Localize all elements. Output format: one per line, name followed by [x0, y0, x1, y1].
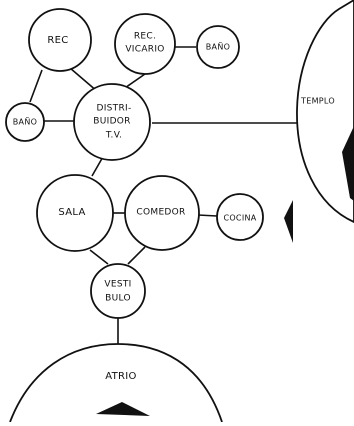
bano-left-label: BAÑO	[13, 117, 37, 127]
bano-left-circle	[5, 102, 45, 142]
sala-circle	[36, 174, 114, 252]
atrio-stage-mark	[96, 402, 150, 416]
sala-label: SALA	[58, 207, 85, 218]
distribuidor-label-line-3: T.V.	[105, 131, 122, 141]
bano-top-label: BAÑO	[206, 42, 230, 52]
vestibulo-circle	[90, 263, 146, 319]
rec-vicario-circle	[114, 13, 176, 75]
edge-rec-bano-left	[29, 69, 43, 103]
comedor-label: COMEDOR	[136, 208, 185, 218]
atrio-arc	[9, 343, 223, 423]
distribuidor-label-line-1: DISTRI-	[96, 104, 131, 114]
cocina-side-mark	[284, 200, 293, 243]
bano-top-circle	[196, 25, 240, 69]
atrio-label: ATRIO	[105, 371, 136, 382]
rec-vicario-label-line-2: VICARIO	[125, 45, 164, 55]
cocina-circle	[216, 193, 264, 241]
rec-vicario-label-line-1: REC.	[134, 32, 156, 42]
distribuidor-circle	[73, 83, 151, 161]
templo-label: TEMPLO	[300, 97, 335, 106]
edge-comedor-vestibulo	[127, 246, 146, 265]
templo-arc	[296, 0, 354, 223]
edge-sala-vestibulo	[89, 249, 109, 265]
comedor-circle	[124, 175, 200, 251]
connectors	[29, 46, 300, 346]
distribuidor-label-line-2: BUIDOR	[93, 117, 130, 127]
rec-circle	[28, 8, 92, 72]
templo-arrow-mark	[342, 126, 354, 201]
vestibulo-label-line-2: BULO	[105, 294, 131, 304]
rec-label: REC	[47, 35, 68, 46]
vestibulo-label-line-1: VESTI	[104, 280, 131, 290]
cocina-label: COCINA	[223, 214, 256, 223]
edge-comedor-cocina	[197, 214, 218, 217]
